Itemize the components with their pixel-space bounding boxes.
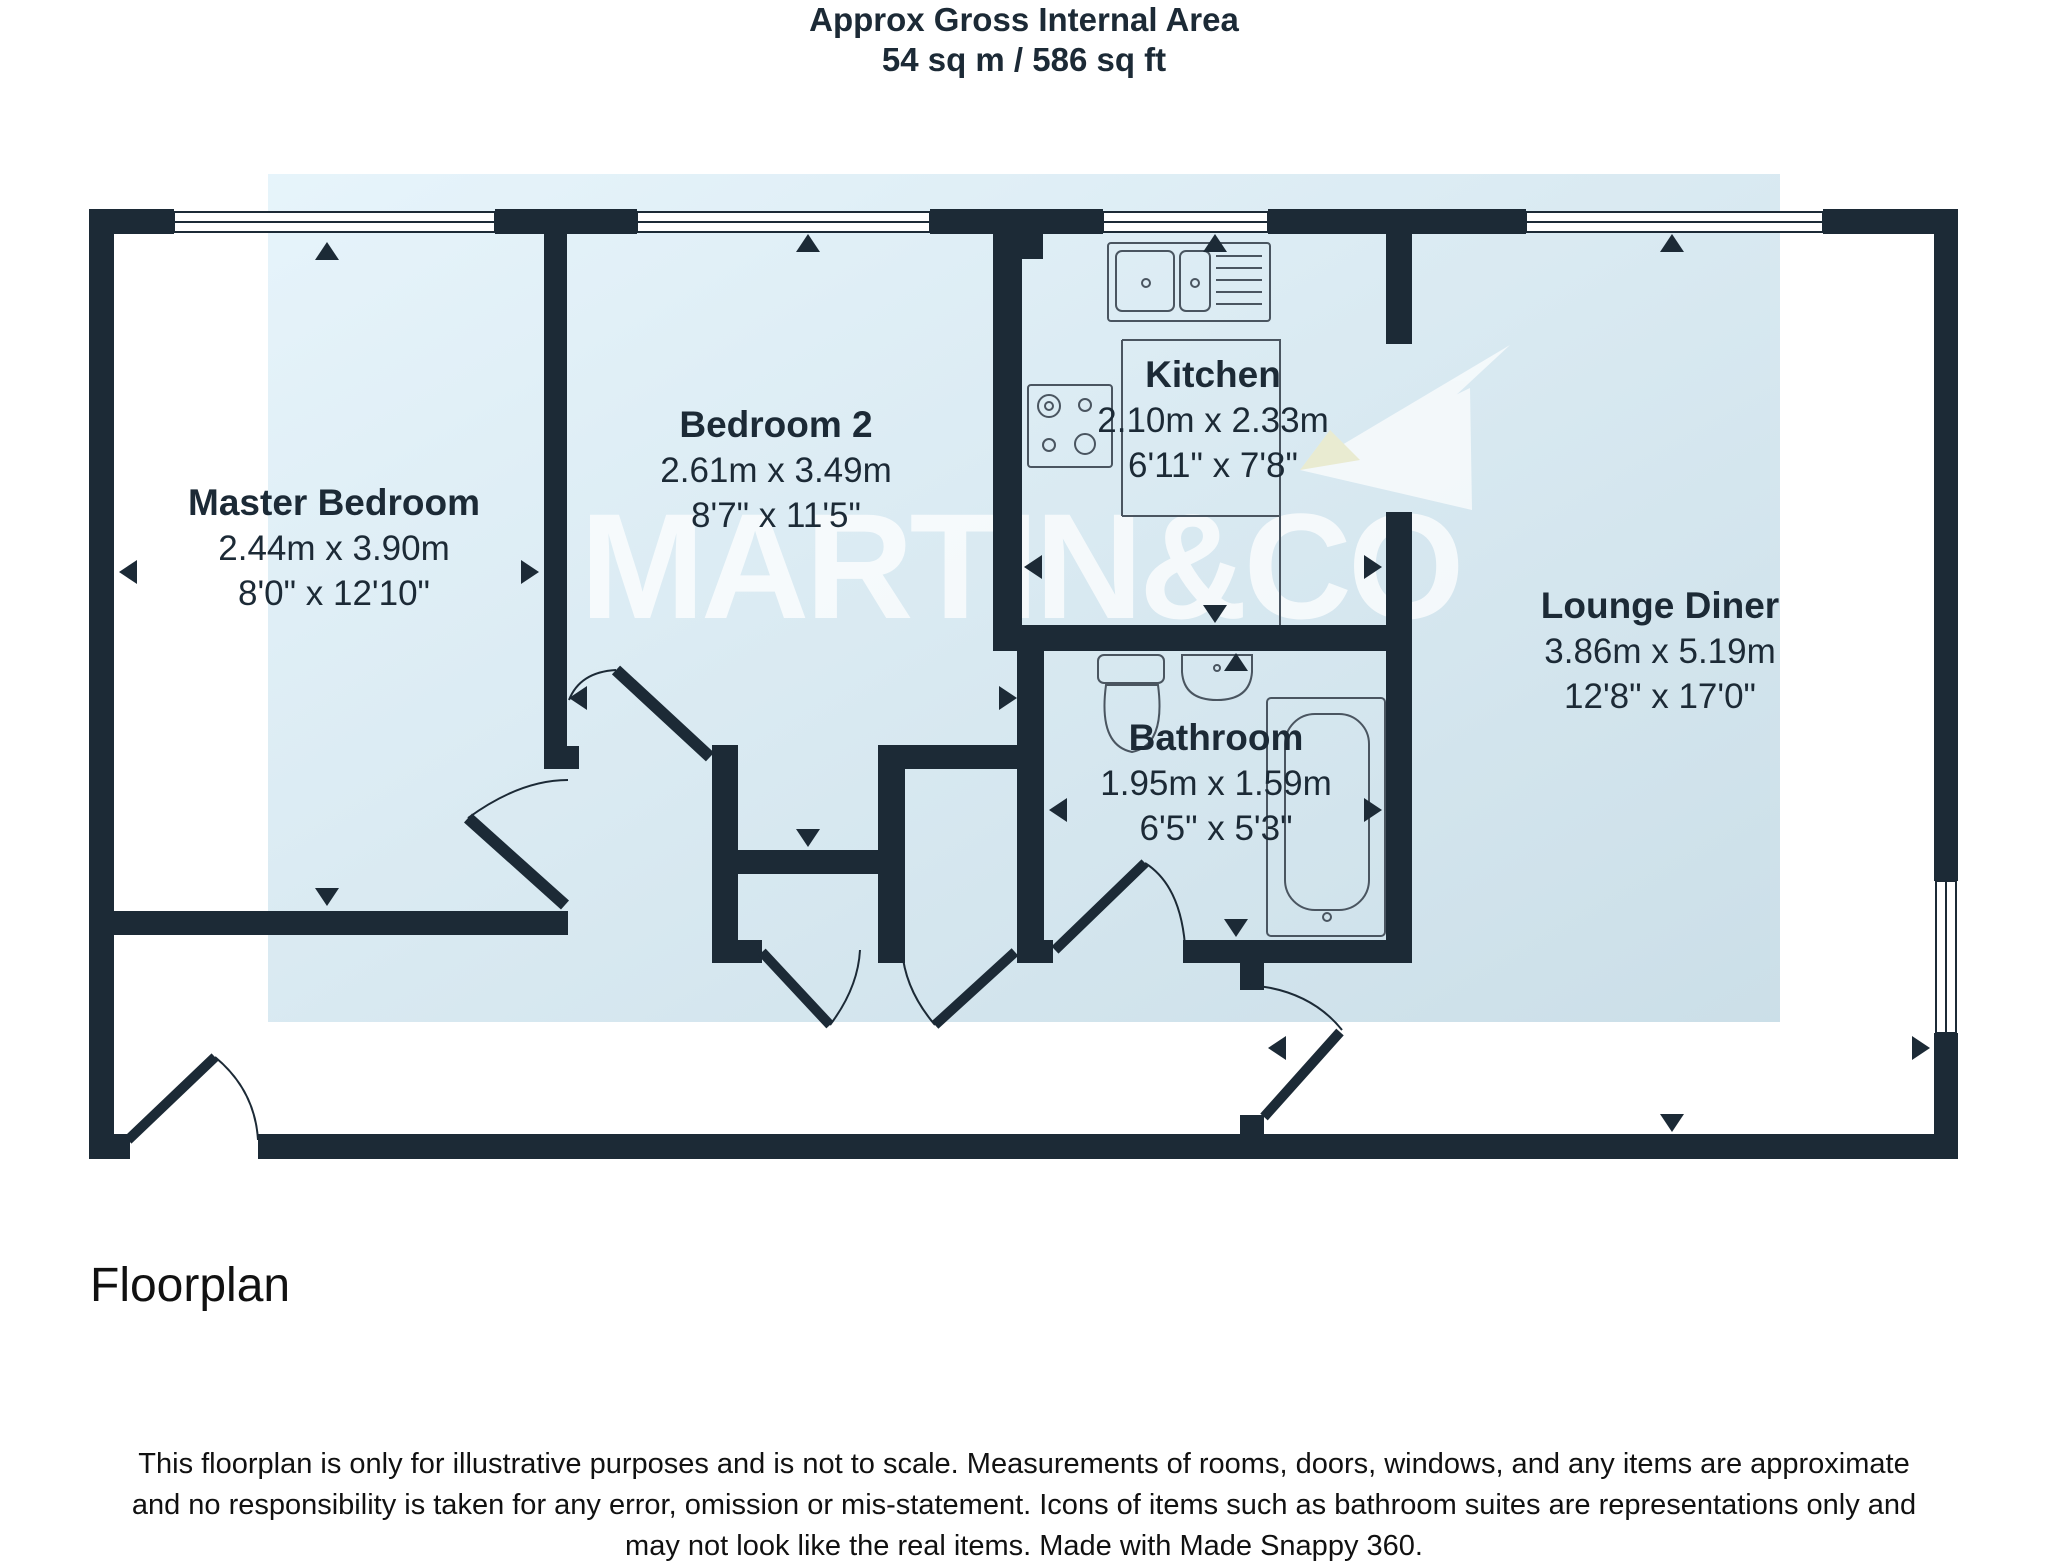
toilet-bowl bbox=[1103, 684, 1161, 754]
room-lounge-diner: Lounge Diner 3.86m x 5.19m 12'8" x 17'0" bbox=[1541, 585, 1779, 716]
room-bathroom: Bathroom 1.95m x 1.59m 6'5" x 5'3" bbox=[1100, 717, 1332, 848]
room-imperial: 8'0" x 12'10" bbox=[238, 574, 430, 613]
measurement-arrows bbox=[119, 234, 1930, 1132]
room-kitchen: Kitchen 2.10m x 2.33m 6'11" x 7'8" bbox=[1097, 354, 1329, 485]
disclaimer-line-1: This floorplan is only for illustrative … bbox=[138, 1448, 1910, 1480]
room-metric: 3.86m x 5.19m bbox=[1544, 632, 1776, 671]
room-metric: 2.44m x 3.90m bbox=[218, 529, 450, 568]
room-name: Lounge Diner bbox=[1541, 585, 1779, 626]
room-imperial: 8'7" x 11'5" bbox=[691, 496, 861, 535]
room-name: Bedroom 2 bbox=[679, 404, 872, 445]
kitchen-sink bbox=[1107, 242, 1271, 322]
walls bbox=[89, 209, 1958, 1159]
room-master-bedroom: Master Bedroom 2.44m x 3.90m 8'0" x 12'1… bbox=[188, 482, 480, 613]
logo-swoosh bbox=[1300, 345, 1510, 510]
room-bedroom-2: Bedroom 2 2.61m x 3.49m 8'7" x 11'5" bbox=[660, 404, 892, 535]
room-metric: 2.10m x 2.33m bbox=[1097, 401, 1329, 440]
disclaimer: This floorplan is only for illustrative … bbox=[0, 1444, 2048, 1567]
area-header: Approx Gross Internal Area 54 sq m / 586… bbox=[0, 0, 2048, 80]
room-name: Kitchen bbox=[1145, 354, 1281, 395]
room-name: Bathroom bbox=[1129, 717, 1304, 758]
disclaimer-line-3: may not look like the real items. Made w… bbox=[625, 1530, 1423, 1562]
room-metric: 2.61m x 3.49m bbox=[660, 451, 892, 490]
room-name: Master Bedroom bbox=[188, 482, 480, 523]
toilet-cistern bbox=[1097, 654, 1165, 684]
bathroom-fittings bbox=[1097, 654, 1386, 937]
kitchen-hob bbox=[1027, 384, 1113, 468]
basin bbox=[1181, 654, 1253, 702]
doors bbox=[124, 665, 1344, 1144]
room-imperial: 6'5" x 5'3" bbox=[1139, 809, 1292, 848]
floor-title: Floorplan bbox=[90, 1259, 291, 1312]
room-imperial: 12'8" x 17'0" bbox=[1564, 677, 1756, 716]
watermark-text: MARTIN&CO bbox=[580, 482, 1461, 650]
room-metric: 1.95m x 1.59m bbox=[1100, 764, 1332, 803]
area-header-size: 54 sq m / 586 sq ft bbox=[881, 41, 1167, 78]
room-imperial: 6'11" x 7'8" bbox=[1128, 446, 1298, 485]
area-header-title: Approx Gross Internal Area bbox=[809, 1, 1239, 38]
disclaimer-line-2: and no responsibility is taken for any e… bbox=[131, 1489, 1917, 1521]
windows bbox=[173, 211, 1957, 1034]
kitchen-fittings bbox=[1027, 242, 1281, 625]
bath bbox=[1266, 697, 1386, 937]
